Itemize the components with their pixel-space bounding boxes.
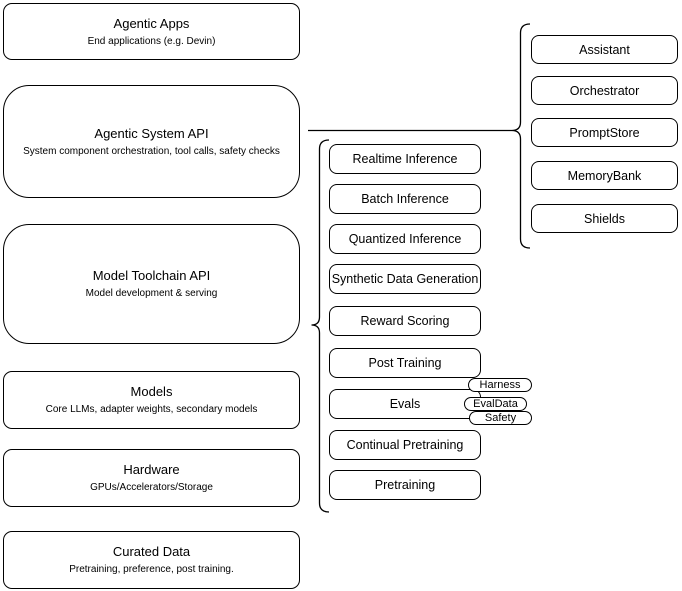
service-evals[interactable]: Evals [329, 389, 481, 419]
service-pretraining[interactable]: Pretraining [329, 470, 481, 500]
component-memorybank[interactable]: MemoryBank [531, 161, 678, 190]
node-agentic-apps[interactable]: Agentic Apps End applications (e.g. Devi… [3, 3, 300, 60]
service-reward-scoring[interactable]: Reward Scoring [329, 306, 481, 336]
node-agentic-system-api[interactable]: Agentic System API System component orch… [3, 85, 300, 198]
node-title: Curated Data [112, 544, 191, 559]
tag-evaldata[interactable]: EvalData [464, 397, 527, 411]
service-post-training[interactable]: Post Training [329, 348, 481, 378]
node-subtitle: GPUs/Accelerators/Storage [90, 482, 213, 493]
service-batch-inference[interactable]: Batch Inference [329, 184, 481, 214]
service-realtime-inference[interactable]: Realtime Inference [329, 144, 481, 174]
node-title: Agentic Apps [113, 15, 190, 31]
node-subtitle: Model development & serving [85, 288, 218, 299]
node-hardware[interactable]: Hardware GPUs/Accelerators/Storage [3, 449, 300, 507]
node-title: Model Toolchain API [92, 268, 211, 283]
node-model-toolchain-api[interactable]: Model Toolchain API Model development & … [3, 224, 300, 344]
component-promptstore[interactable]: PromptStore [531, 118, 678, 147]
component-orchestrator[interactable]: Orchestrator [531, 76, 678, 105]
service-quantized-inference[interactable]: Quantized Inference [329, 224, 481, 254]
node-subtitle: End applications (e.g. Devin) [87, 35, 216, 47]
node-title: Agentic System API [94, 125, 209, 141]
service-continual-pretraining[interactable]: Continual Pretraining [329, 430, 481, 460]
component-assistant[interactable]: Assistant [531, 35, 678, 64]
node-title: Hardware [123, 462, 180, 477]
node-subtitle: Pretraining, preference, post training. [69, 564, 234, 575]
component-shields[interactable]: Shields [531, 204, 678, 233]
tag-harness[interactable]: Harness [468, 378, 532, 392]
node-title: Models [130, 384, 173, 399]
node-models[interactable]: Models Core LLMs, adapter weights, secon… [3, 371, 300, 429]
service-synthetic-data-generation[interactable]: Synthetic Data Generation [329, 264, 481, 294]
toolchain-services-brace [311, 139, 330, 513]
node-subtitle: Core LLMs, adapter weights, secondary mo… [45, 404, 258, 415]
tag-safety[interactable]: Safety [469, 411, 532, 425]
system-components-brace [511, 23, 531, 249]
node-subtitle: System component orchestration, tool cal… [23, 145, 280, 157]
node-curated-data[interactable]: Curated Data Pretraining, preference, po… [3, 531, 300, 589]
